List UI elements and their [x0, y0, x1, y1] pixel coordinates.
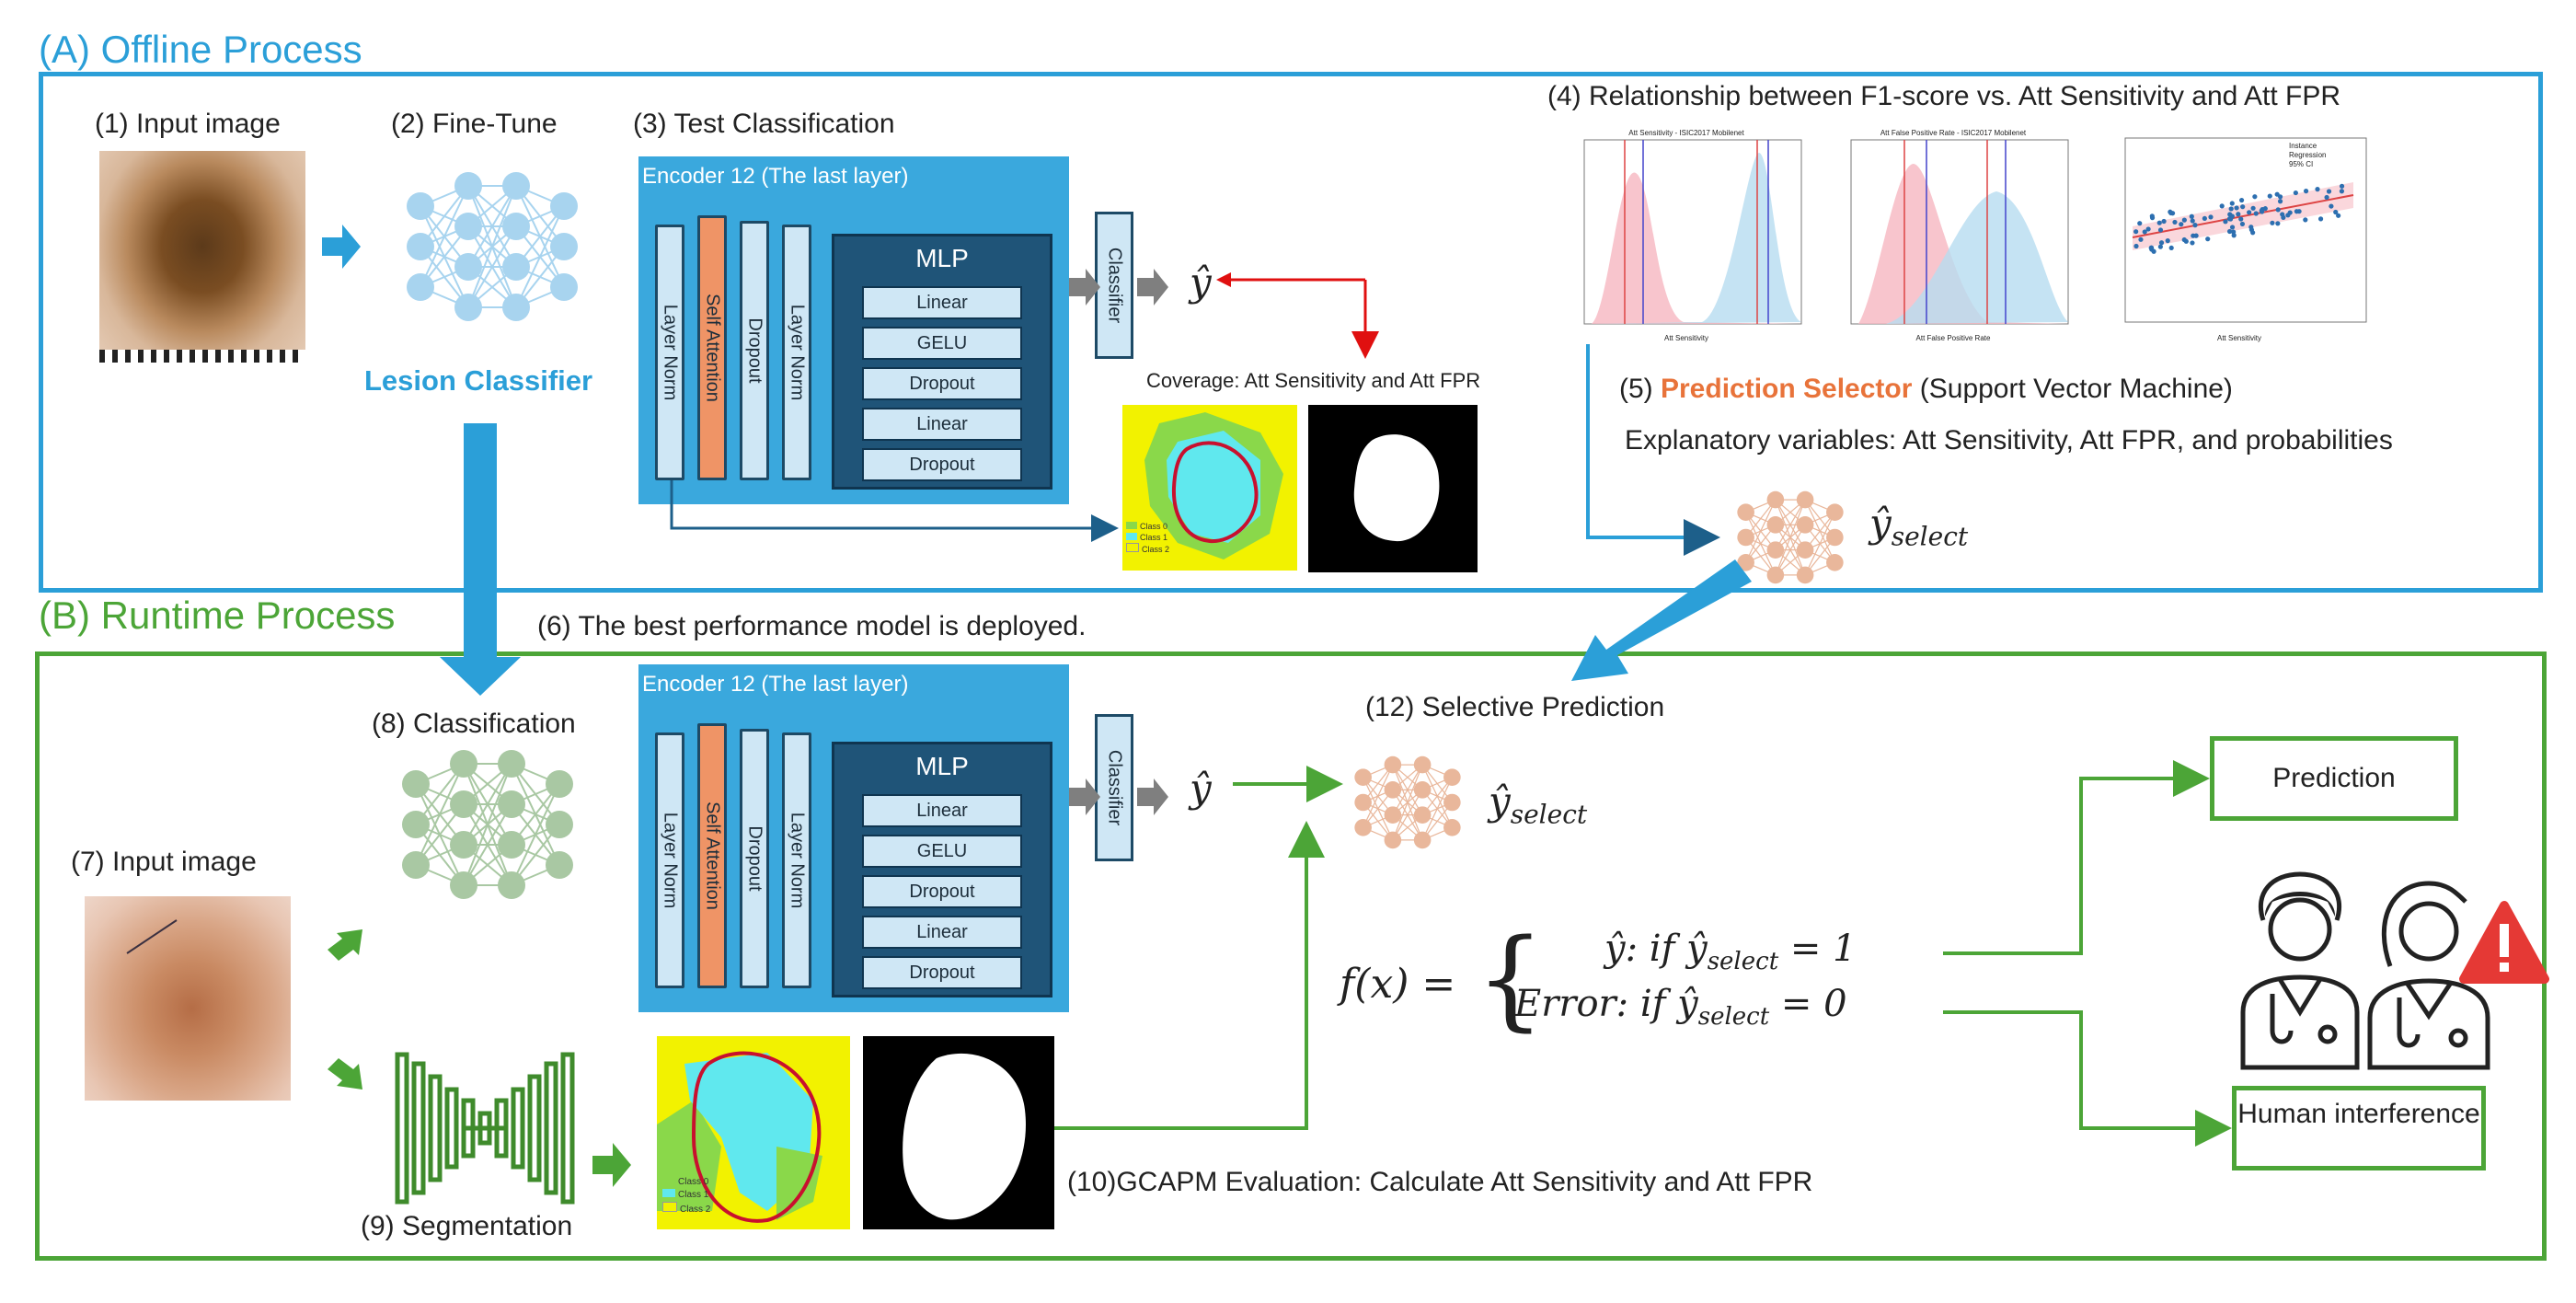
gcapm-label: (10)GCAPM Evaluation: Calculate Att Sens… — [1067, 1167, 1813, 1197]
runtime-input-image — [85, 896, 291, 1101]
offline-mlp-row: GELU — [862, 327, 1022, 360]
offline-mlp-row: Dropout — [862, 367, 1022, 400]
lesion-classifier-label: Lesion Classifier — [364, 364, 593, 397]
offline-frame — [39, 72, 2543, 593]
offline-layer-norm-1: Layer Norm — [655, 225, 684, 480]
offline-mlp: MLP Linear GELU Dropout Linear Dropout — [832, 234, 1052, 490]
runtime-mlp-row: Dropout — [862, 956, 1022, 989]
prediction-box: Prediction — [2210, 736, 2458, 821]
runtime-input-label: (7) Input image — [71, 847, 257, 877]
runtime-section-title: (B) Runtime Process — [39, 594, 396, 637]
offline-mlp-row: Linear — [862, 286, 1022, 319]
formula-case-1: ŷ: if ŷselect = 1 — [1604, 928, 1857, 975]
test-classification-label: (3) Test Classification — [633, 109, 895, 139]
runtime-frame — [35, 652, 2547, 1261]
human-interference-box: Human interference — [2232, 1086, 2486, 1170]
coverage-label: Coverage: Att Sensitivity and Att FPR — [1146, 369, 1481, 392]
offline-layer-norm-2: Layer Norm — [782, 225, 811, 480]
finetune-label: (2) Fine-Tune — [391, 109, 558, 139]
runtime-classifier: Classifier — [1095, 714, 1133, 861]
runtime-mlp-row: Dropout — [862, 875, 1022, 908]
runtime-self-attention: Self Attention — [697, 723, 727, 988]
offline-encoder-title: Encoder 12 (The last layer) — [642, 164, 909, 189]
plot-att-fpr: Att False Positive Rate - ISIC2017 Mobil… — [1831, 127, 2076, 344]
offline-input-image — [99, 151, 305, 363]
plot-att-sensitivity: Att Sensitivity - ISIC2017 Mobilenet Att… — [1564, 127, 1809, 344]
formula-brace: { — [1476, 915, 1546, 1042]
runtime-layer-norm-2: Layer Norm — [782, 732, 811, 988]
offline-legend-class0: Class 0 — [1126, 521, 1169, 532]
offline-legend-class1: Class 1 — [1126, 532, 1169, 543]
runtime-dropout: Dropout — [740, 729, 769, 988]
offline-legend-class2: Class 2 — [1126, 543, 1169, 555]
runtime-mlp-row: GELU — [862, 835, 1022, 868]
runtime-legend-class2: Class 2 — [662, 1202, 710, 1217]
offline-y-select: ŷselect — [1869, 501, 1969, 552]
formula-case-2: Error: if ŷselect = 0 — [1514, 983, 1847, 1031]
offline-input-label: (1) Input image — [95, 109, 281, 139]
offline-encoder: Encoder 12 (The last layer) Layer Norm S… — [638, 156, 1069, 504]
offline-self-attention: Self Attention — [697, 215, 727, 480]
offline-y-hat: ŷ — [1190, 259, 1212, 305]
offline-mlp-row: Linear — [862, 408, 1022, 441]
plot-f1-scatter: Instance Regression 95% CI Att Sensitivi… — [2105, 129, 2374, 344]
runtime-layer-norm-1: Layer Norm — [655, 732, 684, 988]
prediction-selector-label: (5) Prediction Selector (Support Vector … — [1619, 374, 2233, 404]
runtime-y-select: ŷselect — [1489, 778, 1588, 830]
segmentation-label: (9) Segmentation — [361, 1211, 573, 1241]
explanatory-label: Explanatory variables: Att Sensitivity, … — [1625, 425, 2393, 455]
runtime-y-hat: ŷ — [1190, 766, 1212, 811]
runtime-encoder-title: Encoder 12 (The last layer) — [642, 672, 909, 697]
runtime-legend-class1: Class 1 — [662, 1189, 710, 1202]
runtime-mlp: MLP Linear GELU Dropout Linear Dropout — [832, 742, 1052, 997]
runtime-classification-label: (8) Classification — [372, 709, 576, 739]
selector-name: Prediction Selector — [1661, 374, 1913, 404]
runtime-encoder: Encoder 12 (The last layer) Layer Norm S… — [638, 664, 1069, 1012]
runtime-legend-class0: Class 0 — [662, 1176, 710, 1189]
runtime-lesion-mask — [863, 1036, 1054, 1229]
offline-mlp-row: Dropout — [862, 448, 1022, 481]
deployed-label: (6) The best performance model is deploy… — [537, 611, 1087, 641]
runtime-mlp-row: Linear — [862, 794, 1022, 827]
offline-dropout: Dropout — [740, 221, 769, 480]
runtime-mlp-row: Linear — [862, 916, 1022, 949]
offline-coverage-map: Class 0 Class 1 Class 2 — [1122, 405, 1297, 571]
formula-lhs: f(x) = — [1340, 961, 1456, 1008]
relationship-label: (4) Relationship between F1-score vs. At… — [1547, 81, 2341, 111]
selective-prediction-label: (12) Selective Prediction — [1365, 692, 1665, 722]
runtime-coverage-map: Class 0 Class 1 Class 2 — [657, 1036, 850, 1229]
offline-lesion-mask — [1308, 405, 1478, 572]
offline-section-title: (A) Offline Process — [39, 28, 362, 71]
